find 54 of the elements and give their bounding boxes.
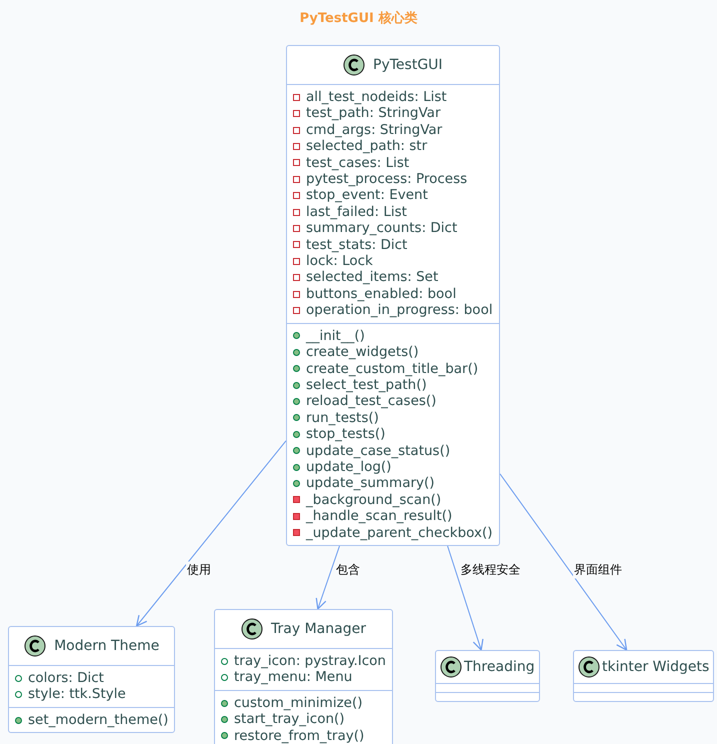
class-name: Modern Theme — [54, 638, 160, 654]
method-text: _handle_scan_result() — [306, 508, 452, 525]
class-name: PyTestGUI — [373, 57, 443, 73]
class-box — [286, 45, 500, 546]
method-text: stop_tests() — [306, 426, 386, 443]
attribute-text: tray_icon: pystray.Icon — [234, 653, 386, 670]
attribute-text: style: ttk.Style — [28, 686, 126, 703]
attribute-text: colors: Dict — [28, 670, 104, 686]
attribute-text: test_cases: List — [306, 154, 410, 172]
attribute-text: buttons_enabled: bool — [306, 286, 456, 302]
attribute-text: all_test_nodeids: List — [306, 89, 447, 106]
attribute-text: tray_menu: Menu — [234, 669, 352, 686]
method-text: create_custom_title_bar() — [306, 360, 478, 377]
method-text: _background_scan() — [306, 492, 442, 508]
method-text: _update_parent_checkbox() — [306, 524, 493, 541]
attribute-text: stop_event: Event — [306, 187, 428, 204]
arrow — [447, 546, 484, 651]
method-text: run_tests() — [306, 410, 379, 426]
method-text: update_log() — [306, 458, 392, 476]
attribute-text: lock: Lock — [306, 253, 373, 270]
method-text: create_widgets() — [306, 344, 419, 360]
method-text: start_tray_icon() — [234, 711, 345, 728]
attribute-text: cmd_args: StringVar — [306, 122, 442, 138]
method-text: reload_test_cases() — [306, 393, 436, 410]
method-text: select_test_path() — [306, 376, 427, 394]
class-box — [214, 609, 393, 744]
method-text: __init__() — [306, 328, 365, 344]
class-name: tkinter Widgets — [602, 659, 710, 675]
edge-label: 使用 — [186, 562, 212, 578]
arrow — [500, 473, 628, 651]
attribute-text: summary_counts: Dict — [306, 220, 458, 237]
method-text: set_modern_theme() — [28, 712, 168, 728]
attribute-text: operation_in_progress: bool — [306, 302, 493, 319]
method-text: restore_from_tray() — [234, 728, 364, 744]
class-box — [8, 626, 176, 734]
arrow — [316, 546, 340, 610]
class-name: Tray Manager — [271, 621, 366, 637]
attribute-text: last_failed: List — [306, 204, 407, 220]
class-box — [573, 650, 714, 702]
edge-label: 界面组件 — [573, 562, 624, 578]
diagram-title: PyTestGUI 核心类 — [298, 10, 418, 27]
arrow — [136, 440, 286, 627]
method-text: custom_minimize() — [234, 694, 363, 712]
method-text: update_case_status() — [306, 442, 450, 459]
attribute-text: pytest_process: Process — [306, 171, 468, 188]
class-name: Threading — [464, 659, 535, 675]
class-box — [435, 650, 540, 702]
attribute-text: selected_items: Set — [306, 269, 438, 286]
edge-label: 包含 — [335, 562, 362, 578]
attribute-text: test_path: StringVar — [306, 105, 441, 122]
method-text: update_summary() — [306, 475, 435, 492]
attribute-text: selected_path: str — [306, 138, 428, 155]
edge-label: 多线程安全 — [459, 562, 522, 578]
attribute-text: test_stats: Dict — [306, 236, 408, 254]
